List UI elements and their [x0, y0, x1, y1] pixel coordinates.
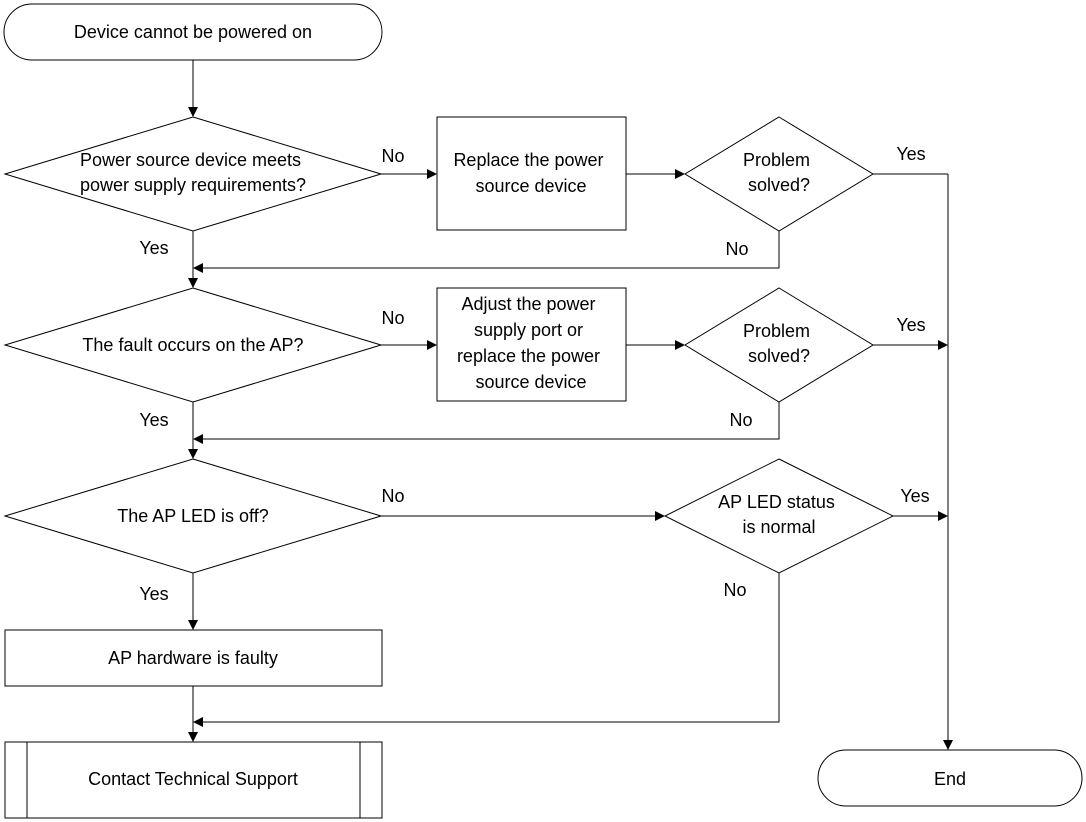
decision-led-off: The AP LED is off?	[3, 458, 383, 574]
end-terminator: End	[817, 749, 1083, 807]
edge-label-p1-no: No	[725, 239, 748, 259]
arrowhead-d3-from-loop	[193, 434, 203, 444]
contact-technical-support: Contact Technical Support	[4, 741, 383, 819]
edge-label-p1-yes: Yes	[896, 144, 925, 164]
connector-p2-no	[203, 402, 780, 440]
edge-labels: No Yes Yes No No Yes Yes No No Yes Yes N…	[139, 144, 929, 604]
arrowhead-r2	[427, 340, 437, 350]
arrowhead-p2	[675, 340, 685, 350]
decision-led-status-normal: AP LED status is normal	[663, 458, 895, 574]
arrowheads	[188, 107, 953, 750]
arrowhead-hw	[188, 620, 198, 630]
edge-label-d3-yes: Yes	[139, 584, 168, 604]
end-label: End	[934, 769, 966, 789]
process-replace-power-source: Replace the power source device	[436, 116, 627, 231]
decision-problem-solved-2-label: Problem solved?	[743, 321, 815, 366]
arrowhead-d2-from-loop	[193, 263, 203, 273]
arrowhead-d3-from-yes	[188, 449, 198, 459]
edge-label-p3-no: No	[723, 580, 746, 600]
decision-fault-on-ap: The fault occurs on the AP?	[3, 287, 383, 403]
arrowhead-end	[943, 740, 953, 750]
decision-problem-solved-1: Problem solved?	[684, 116, 874, 232]
arrowhead-trunk-p2	[938, 340, 948, 350]
decision-fault-on-ap-label: The fault occurs on the AP?	[82, 335, 303, 355]
arrowhead-trunk-p3	[938, 511, 948, 521]
arrowhead-p3	[655, 511, 665, 521]
edge-label-d2-no: No	[381, 308, 404, 328]
edge-label-p3-yes: Yes	[900, 486, 929, 506]
arrowhead-p1	[675, 169, 685, 179]
edge-label-d3-no: No	[381, 486, 404, 506]
connectors	[192, 60, 949, 740]
process-replace-power-source-label: Replace the power source device	[453, 150, 608, 196]
decision-problem-solved-2: Problem solved?	[684, 287, 874, 403]
connector-p1-no	[203, 231, 780, 269]
arrowhead-d2-from-yes	[188, 278, 198, 288]
edge-label-p2-yes: Yes	[896, 315, 925, 335]
arrowhead-contact-from-hw	[188, 732, 198, 742]
decision-led-off-label: The AP LED is off?	[117, 506, 268, 526]
start-label: Device cannot be powered on	[74, 22, 312, 42]
process-hardware-faulty-label: AP hardware is faulty	[108, 648, 278, 668]
connector-p3-no	[203, 573, 780, 723]
edge-label-d1-no: No	[381, 146, 404, 166]
contact-technical-support-label: Contact Technical Support	[88, 769, 298, 789]
process-adjust-power-port-label: Adjust the power supply port or replace …	[457, 294, 605, 392]
process-adjust-power-port: Adjust the power supply port or replace …	[436, 287, 627, 402]
decision-power-source-label: Power source device meets power supply r…	[80, 150, 306, 195]
edge-label-p2-no: No	[729, 410, 752, 430]
arrowhead-contact-from-loop	[193, 717, 203, 727]
arrowhead-r1	[427, 169, 437, 179]
edge-label-d2-yes: Yes	[139, 410, 168, 430]
arrowhead-d1	[188, 107, 198, 117]
process-hardware-faulty: AP hardware is faulty	[4, 629, 383, 687]
start-terminator: Device cannot be powered on	[3, 3, 383, 61]
decision-power-source: Power source device meets power supply r…	[3, 116, 383, 232]
edge-label-d1-yes: Yes	[139, 238, 168, 258]
decision-led-status-normal-label: AP LED status is normal	[718, 492, 840, 537]
decision-problem-solved-1-label: Problem solved?	[743, 150, 815, 195]
